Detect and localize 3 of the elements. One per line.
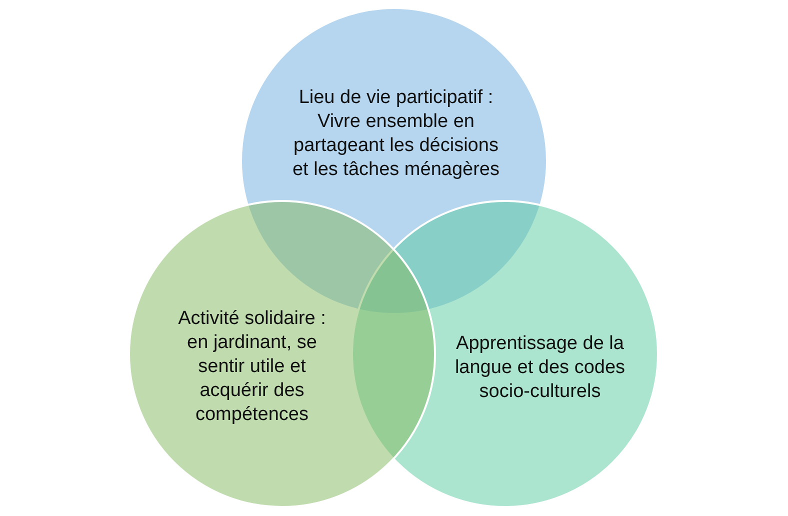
circle-label: Apprentissage de la langue et des codes socio-culturels — [454, 332, 626, 404]
circle-label: Activité solidaire : en jardinant, se sentir utile et acquérir des compétences — [177, 307, 327, 427]
circle-label: Lieu de vie participatif : Vivre ensemble en partageant les décisions et les tâches ménagères — [291, 86, 500, 182]
